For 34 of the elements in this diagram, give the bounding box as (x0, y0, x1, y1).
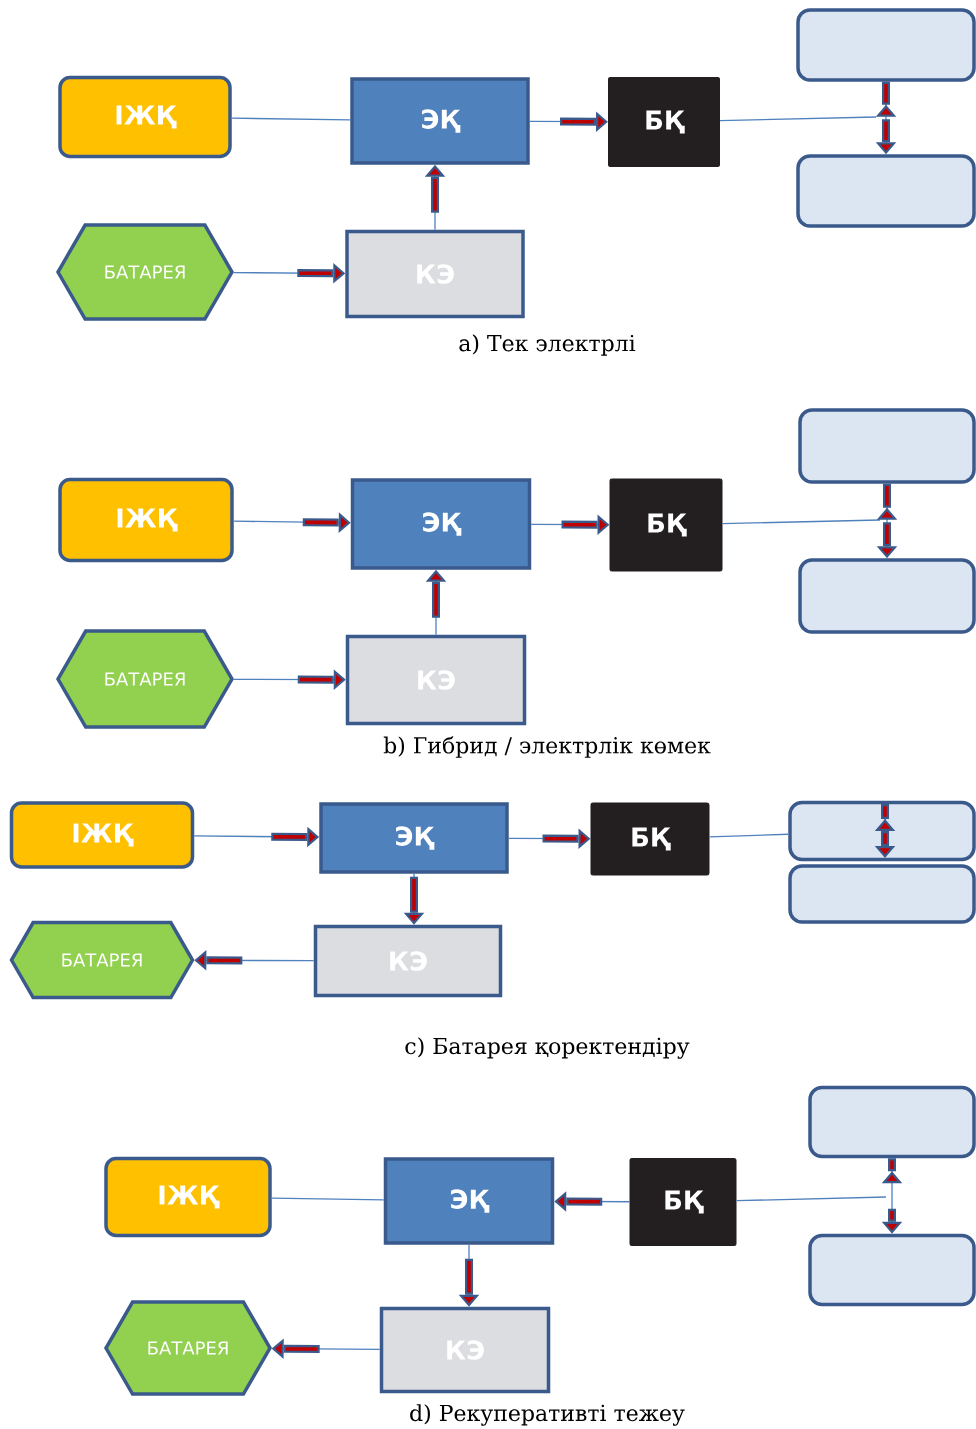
process-box: ЭҚ (383, 1157, 555, 1245)
arrow (881, 1158, 903, 1234)
hexagon-box: БАТАРЕЯ (104, 1300, 272, 1396)
caption: b) Гибрид / электрлік көмек (383, 736, 711, 758)
caption: a) Тек электрлі (459, 334, 636, 356)
hatched-box (788, 800, 976, 862)
hatched-box (788, 864, 976, 924)
process-box: БҚ (590, 802, 710, 876)
connector-line (735, 1196, 887, 1202)
connector-line (271, 1197, 385, 1201)
process-box: ЭҚ (350, 77, 530, 165)
hatched-box (796, 8, 976, 82)
rounded-box: ІЖҚ (58, 75, 232, 159)
process-box: БҚ (609, 478, 723, 572)
hexagon-box: БАТАРЕЯ (56, 629, 234, 729)
connector-line (708, 833, 789, 838)
hatched-box (808, 1085, 976, 1159)
process-box: ЭҚ (350, 478, 532, 570)
hexagon-box: БАТАРЕЯ (9, 920, 195, 1000)
caption: c) Батарея қоректендіру (405, 1037, 690, 1059)
connector-line (719, 116, 877, 122)
process-box: ЭҚ (319, 802, 509, 874)
process-box: БҚ (629, 1158, 737, 1246)
connector-line (721, 519, 881, 525)
rounded-box: ІЖҚ (58, 477, 234, 563)
hatched-box (798, 408, 976, 484)
hexagon-box: БАТАРЕЯ (56, 223, 234, 321)
hatched-box (808, 1233, 976, 1307)
process-box: БҚ (608, 77, 720, 167)
rounded-box: ІЖҚ (9, 801, 195, 869)
connector-line (231, 117, 351, 121)
hatched-box (796, 154, 976, 228)
rounded-box: ІЖҚ (104, 1156, 272, 1238)
hatched-box (798, 558, 976, 634)
